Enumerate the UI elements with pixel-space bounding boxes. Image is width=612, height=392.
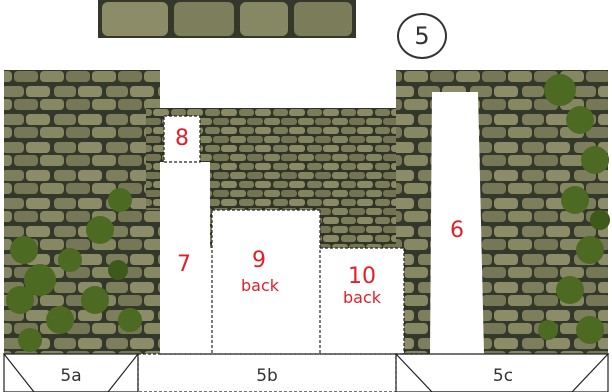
- top-flap: [98, 0, 356, 38]
- tab-5b-label: 5b: [242, 368, 292, 385]
- piece-9-number: 9: [244, 250, 274, 272]
- piece-10-back-label: back: [334, 290, 390, 306]
- piece-10-number: 10: [342, 266, 382, 288]
- piece-8-label: 8: [172, 128, 192, 150]
- piece-6-label: 6: [445, 220, 469, 242]
- piece-7-label: 7: [172, 254, 196, 276]
- piece-9-back-label: back: [232, 278, 288, 294]
- tab-5a-label: 5a: [46, 368, 96, 385]
- tab-5c-label: 5c: [478, 368, 528, 385]
- section-number-badge: 5: [397, 13, 447, 59]
